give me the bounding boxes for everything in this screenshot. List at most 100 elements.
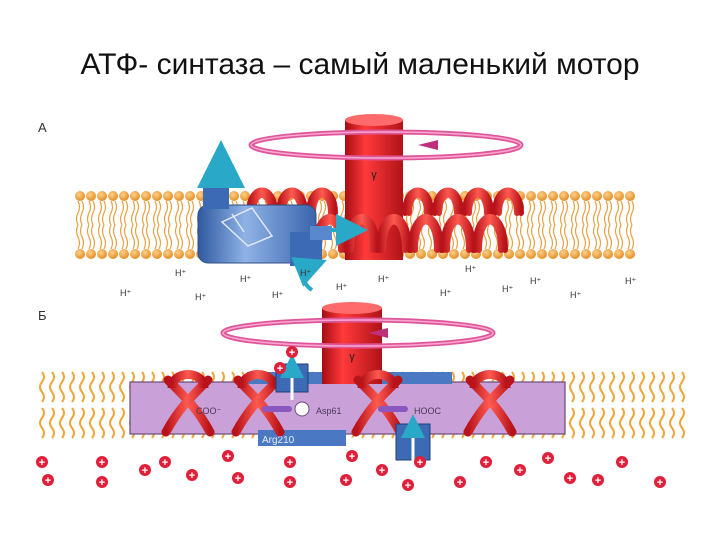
membrane-a-lipid-tail [152, 200, 158, 226]
membrane-b-lipid [79, 371, 85, 403]
membrane-a-lipid-tail [156, 200, 162, 226]
positive-charge-sign: + [99, 477, 105, 489]
membrane-a-lipid-tail [130, 224, 136, 250]
membrane-a-lipid-tail [475, 200, 481, 226]
membrane-a-lipid-tail [548, 224, 554, 250]
positive-charge [480, 456, 492, 468]
arg-label: Arg210 [262, 435, 295, 446]
membrane-a-lipid-tail [141, 224, 147, 250]
membrane-a-lipid-tail [145, 200, 151, 226]
membrane-a-lipid-tail [526, 200, 532, 226]
membrane-b-lipid [639, 407, 645, 439]
c-subunit-helix [408, 214, 444, 253]
membrane-a-lipid-head [328, 249, 338, 259]
membrane-a-lipid-head [108, 249, 118, 259]
proton-label: H⁺ [336, 282, 347, 292]
proton-label: H⁺ [300, 268, 311, 278]
membrane-a-lipid-head [163, 191, 173, 201]
membrane-a-lipid-tail [519, 224, 525, 250]
membrane-a-lipid-tail [141, 200, 147, 226]
positive-charge-sign: + [189, 470, 195, 482]
membrane-a-lipid-head [603, 249, 613, 259]
positive-charge [346, 450, 358, 462]
membrane-b-lipid [619, 407, 625, 439]
a-subunit-a [197, 185, 332, 266]
membrane-a-lipid-tail [570, 200, 576, 226]
membrane-a-lipid-head [570, 191, 580, 201]
c-subunit-helix-loop [469, 370, 511, 389]
membrane-a-lipid-head [537, 191, 547, 201]
membrane-b-lipid [579, 371, 585, 403]
positive-charge [159, 456, 171, 468]
membrane-a-lipid-head [97, 191, 107, 201]
membrane-b-lipid [609, 371, 615, 403]
membrane-b-lipid [659, 407, 665, 439]
membrane-b-lipid [59, 371, 65, 403]
membrane-a-lipid-tail [541, 200, 547, 226]
slide-title: АТФ- синтаза – самый маленький мотор [80, 48, 640, 81]
membrane-b-lipid [609, 407, 615, 439]
membrane-a-lipid-head [482, 249, 492, 259]
membrane-b-lipid [119, 371, 125, 403]
positive-charge [592, 474, 604, 486]
membrane-a-lipid-head [559, 191, 569, 201]
rotation-ring-b [220, 317, 496, 349]
c-subunit-helix [432, 187, 464, 216]
membrane-a-lipid-tail [508, 200, 514, 226]
membrane-a-lipid-tail [453, 224, 459, 250]
positive-charge [96, 476, 108, 488]
proton-label: H⁺ [378, 274, 389, 284]
positive-charge-sign: + [225, 451, 231, 463]
membrane-a-lipid-tail [112, 200, 118, 226]
membrane-b-lipid [69, 371, 75, 403]
bond-right [378, 406, 408, 412]
membrane-a-lipid-tail [603, 224, 609, 250]
positive-charge-sign: + [545, 453, 551, 465]
proton-channels-b [275, 354, 431, 470]
membrane-a-lipid-head [163, 249, 173, 259]
protons-a: H⁺H⁺H⁺H⁺H⁺H⁺H⁺H⁺H⁺H⁺H⁺H⁺H⁺H⁺ [120, 264, 636, 302]
membrane-a-lipid-tail [75, 224, 81, 250]
membrane-a-lipid-tail [625, 200, 631, 226]
membrane-b-lipid [109, 371, 115, 403]
membrane-a-lipid-tail [189, 224, 195, 250]
membrane-a-lipid-tail [570, 224, 576, 250]
asp-site [294, 401, 310, 417]
membrane-a-lipid-head [75, 249, 85, 259]
membrane-a-lipid-head [229, 191, 239, 201]
positive-charge-sign: + [45, 475, 51, 487]
membrane-b-lipid [119, 407, 125, 439]
c-subunit-helix-loop [237, 370, 279, 389]
proton-label: H⁺ [272, 290, 283, 300]
membrane-a-lipid-tail [123, 200, 129, 226]
membrane-a-lipid-head [108, 191, 118, 201]
membrane-a-lipid-tail [119, 200, 125, 226]
gamma-stalk-top-b [322, 302, 382, 314]
membrane-a-lipid-tail [537, 224, 543, 250]
membrane-a-lipid-head [581, 191, 591, 201]
membrane-a-lipid-tail [163, 224, 169, 250]
coo-label: COO⁻ [196, 406, 222, 416]
panel-a-label: А [38, 120, 47, 135]
membrane-a-lipid-tail [559, 200, 565, 226]
membrane-b-lipid [109, 407, 115, 439]
proton-label: H⁺ [570, 290, 581, 300]
membrane-b-lipid [679, 371, 685, 403]
membrane-a-lipid-tail [585, 224, 591, 250]
membrane-a-lipid-tail [79, 224, 85, 250]
membrane-a-lipid-tail [563, 200, 569, 226]
c-subunit-helix [306, 187, 338, 216]
rotation-ring-a [248, 129, 524, 161]
membrane-b-lipid [649, 407, 655, 439]
membrane-a-lipid-tail [112, 224, 118, 250]
positive-charge [274, 362, 286, 374]
membrane-a-lipid-tail [574, 224, 580, 250]
membrane-a-lipid-tail [134, 224, 140, 250]
gamma-label-a: γ [371, 169, 377, 181]
c-subunit-helix [462, 187, 494, 216]
membrane-a-lipid-head [581, 249, 591, 259]
membrane-a-lipid-head [592, 249, 602, 259]
positive-charge-sign: + [483, 457, 489, 469]
proton-label: H⁺ [530, 276, 541, 286]
membrane-b-lipid [89, 371, 95, 403]
